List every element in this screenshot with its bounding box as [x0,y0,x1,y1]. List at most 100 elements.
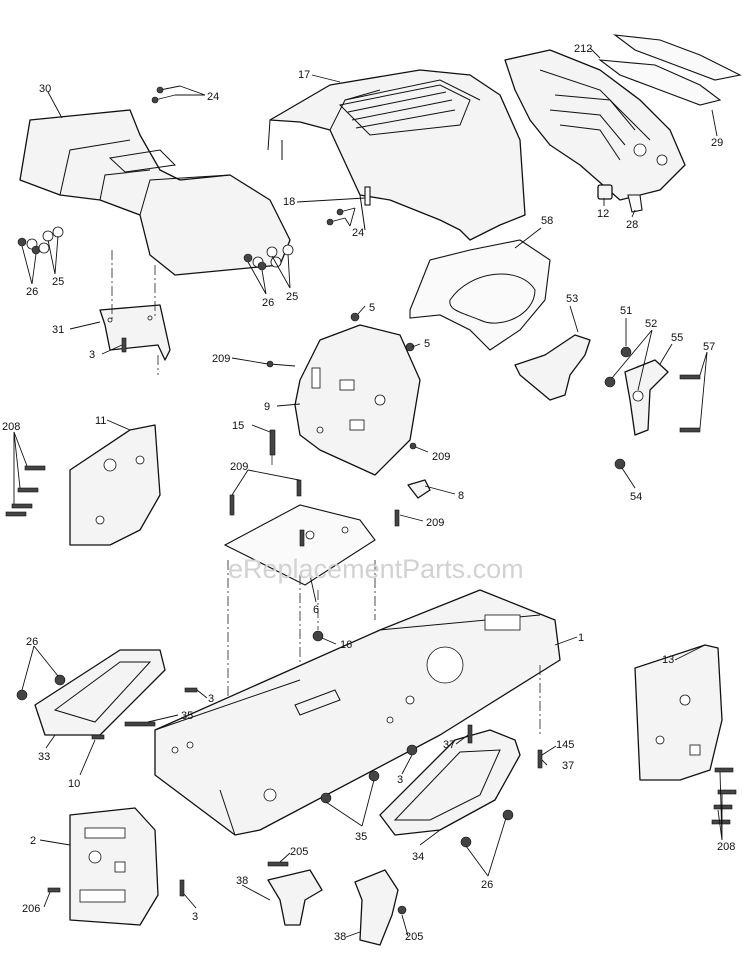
callout-10: 10 [68,778,80,790]
callout-208-left: 208 [2,421,20,433]
bolt-15 [269,429,276,465]
callout-18: 18 [283,196,295,208]
callout-31: 31 [52,324,64,336]
callout-206: 206 [22,903,40,915]
callout-3-lower: 3 [397,774,403,786]
hardware-51-52-57 [604,346,701,470]
callout-3-rear: 3 [192,911,198,923]
bracket-part-38-right [354,869,407,946]
fender-part-30 [19,109,291,276]
callout-209-upper: 209 [212,353,230,365]
callout-33: 33 [38,751,50,763]
callout-26-footrest-right: 26 [481,879,493,891]
callout-13: 13 [662,654,674,666]
callout-28: 28 [626,219,638,231]
callout-54: 54 [630,491,642,503]
bolt-206-and-3 [47,879,185,897]
callout-209-plate: 209 [230,461,248,473]
frame-part-1 [154,589,561,836]
callout-205-lower: 205 [405,931,423,943]
callout-208-right: 208 [717,841,735,853]
callout-35-upper: 35 [181,710,193,722]
callout-1: 1 [578,632,584,644]
bolts-3-35-lower [320,744,418,804]
callout-52: 52 [645,318,657,330]
callout-15: 15 [232,420,244,432]
side-panel-part-11 [69,424,161,546]
callout-3-mid: 3 [208,693,214,705]
hood-part-17 [267,69,526,241]
callout-8: 8 [458,490,464,502]
callout-26-left: 26 [26,286,38,298]
callout-205-upper: 205 [290,846,308,858]
callout-145: 145 [556,739,574,751]
bolts-24-top [151,85,181,104]
callout-17: 17 [298,69,310,81]
clip-part-12 [597,184,613,200]
callout-12: 12 [597,208,609,220]
callout-5-top: 5 [369,302,375,314]
callout-6: 6 [313,604,319,616]
bolts-3-35-10 [91,687,198,740]
callout-2: 2 [30,835,36,847]
callout-29: 29 [711,137,723,149]
callout-57: 57 [703,341,715,353]
callout-3-upper: 3 [89,349,95,361]
bracket-part-31 [99,304,171,361]
bolt-3-upper [121,337,127,353]
leader-lines [13,47,723,938]
callout-209-lower: 209 [426,517,444,529]
callout-labels: 30 24 17 212 29 18 24 12 28 26 25 26 25 … [2,43,735,943]
callout-209-right: 209 [432,451,450,463]
bolt-209-right [409,442,429,453]
callout-9: 9 [264,401,270,413]
bolts-24-lower [326,207,356,226]
callout-26-footrest-left: 26 [26,636,38,648]
washers-25-26-left [17,226,64,255]
callout-11: 11 [95,415,106,427]
callout-53: 53 [566,293,578,305]
callout-38-right: 38 [334,931,346,943]
bracket-part-28 [627,194,643,213]
hardware-26-left [16,674,66,701]
bolts-208-right [711,767,737,825]
callout-55: 55 [671,332,683,344]
footrest-part-33 [34,649,166,736]
callout-25-left: 25 [52,276,64,288]
shield-part-58 [409,239,551,351]
callout-24-lower: 24 [352,227,364,239]
hardware-37-145 [460,724,543,848]
clamp-part-8 [407,479,431,499]
grille-part-212 [504,49,686,201]
bolt-209-upper [266,360,296,368]
callout-34: 34 [412,851,424,863]
watermark-text: eReplacementParts.com [228,554,524,584]
headlight-bracket [598,34,742,106]
bolts-208-left [5,465,46,517]
callout-51: 51 [620,305,632,317]
callout-58: 58 [541,215,553,227]
pin-part-18 [364,186,371,206]
callout-25-right: 25 [286,291,298,303]
washers-25-26-right [243,244,294,271]
callout-30: 30 [39,83,51,95]
callout-5-lower: 5 [424,338,430,350]
bracket-part-38-left [267,861,323,926]
dash-panel-part-9 [294,324,421,476]
callout-26-right: 26 [262,297,274,309]
bolts-5 [350,312,415,352]
callout-16: 16 [340,639,352,651]
callout-37-lower: 37 [562,760,574,772]
callout-212: 212 [574,43,592,55]
nut-part-16 [312,630,324,642]
rear-panel-part-2 [69,807,159,926]
plate-part-55 [624,359,669,436]
bracket-part-53 [514,334,591,401]
callout-37-upper: 37 [443,739,455,751]
footrest-part-34 [379,729,521,836]
callout-24-top: 24 [207,91,219,103]
callout-38-left: 38 [236,875,248,887]
side-panel-part-13 [634,644,723,781]
callout-35-lower: 35 [355,831,367,843]
